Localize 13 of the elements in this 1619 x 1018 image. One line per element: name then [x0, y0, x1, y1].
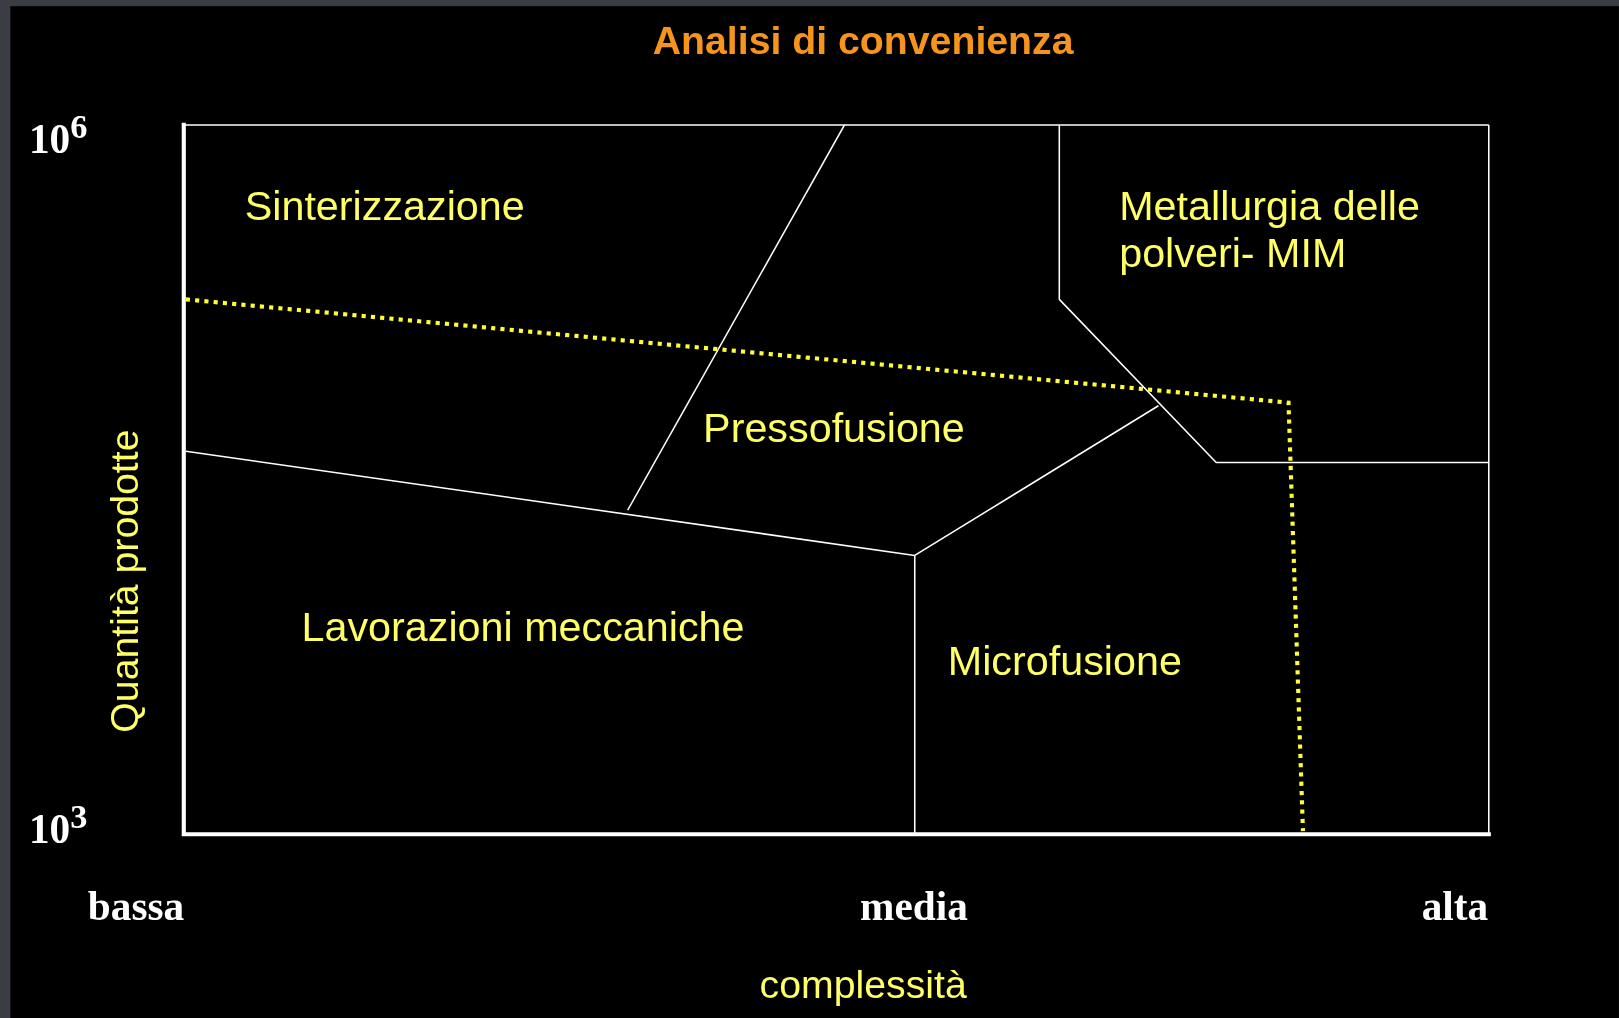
region-label: Lavorazioni meccaniche	[301, 603, 745, 651]
chart-title: Analisi di convenienza	[652, 18, 1074, 64]
region-label: Pressofusione	[703, 403, 965, 452]
axis-tick-label: alta	[1421, 882, 1489, 931]
axis-tick-label: 10$^{6}$	[28, 107, 88, 164]
axis-title: Quantità prodotte	[103, 429, 148, 733]
axis-tick-label: 10$^{3}$	[28, 797, 88, 854]
axis-tick-label: media	[860, 882, 968, 931]
region-label: Sinterizzazione	[244, 181, 525, 230]
axis-title: complessità	[759, 963, 967, 1009]
region-label: Microfusione	[947, 637, 1182, 685]
region-label: Metallurgia delle polveri- MIM	[1119, 181, 1421, 277]
axis-tick-label: bassa	[87, 882, 185, 931]
